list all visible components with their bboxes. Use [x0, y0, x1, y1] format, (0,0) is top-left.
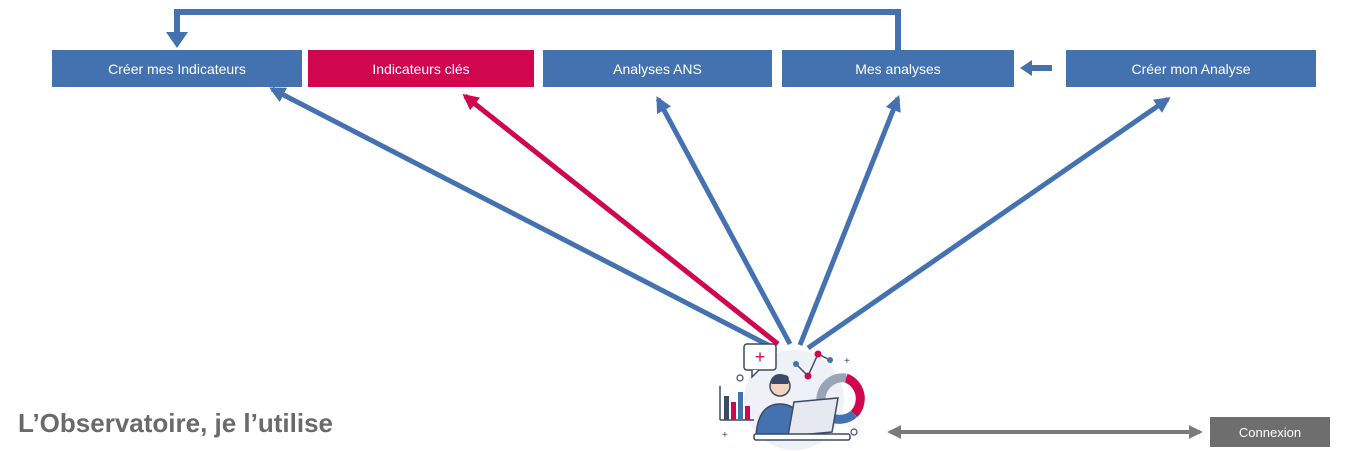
user-laptop-analytics-icon: + + +	[719, 343, 865, 450]
ans-analyses-label: Analyses ANS	[613, 60, 702, 77]
arrow-to-create-analysis	[806, 96, 1171, 351]
loop-arrow-head	[166, 32, 188, 48]
arrow-to-create-indicators	[269, 86, 772, 349]
loop-arrow	[174, 9, 901, 50]
arrow-to-ans-analyses	[655, 96, 793, 346]
connexion-button[interactable]: Connexion	[1210, 417, 1330, 447]
arrow-to-key-indicators	[462, 94, 780, 346]
key-indicators-label: Indicateurs clés	[372, 60, 470, 77]
arrow-to-my-analyses	[797, 95, 901, 346]
create-indicators-label: Créer mes Indicateurs	[108, 60, 246, 77]
create-analysis-label: Créer mon Analyse	[1131, 60, 1251, 77]
svg-text:+: +	[844, 356, 850, 367]
svg-text:+: +	[722, 430, 728, 441]
plus-symbol: +	[755, 347, 766, 367]
page-title: L’Observatoire, je l’utilise	[18, 408, 334, 438]
create-indicators-button[interactable]: Créer mes Indicateurs	[52, 50, 302, 87]
create-analysis-button[interactable]: Créer mon Analyse	[1066, 50, 1316, 87]
connexion-label: Connexion	[1238, 424, 1302, 440]
left-arrow-head	[1020, 60, 1032, 76]
my-analyses-label: Mes analyses	[855, 60, 941, 77]
key-indicators-button[interactable]: Indicateurs clés	[308, 50, 534, 87]
ans-analyses-button[interactable]: Analyses ANS	[543, 50, 772, 87]
my-analyses-button[interactable]: Mes analyses	[782, 50, 1014, 87]
